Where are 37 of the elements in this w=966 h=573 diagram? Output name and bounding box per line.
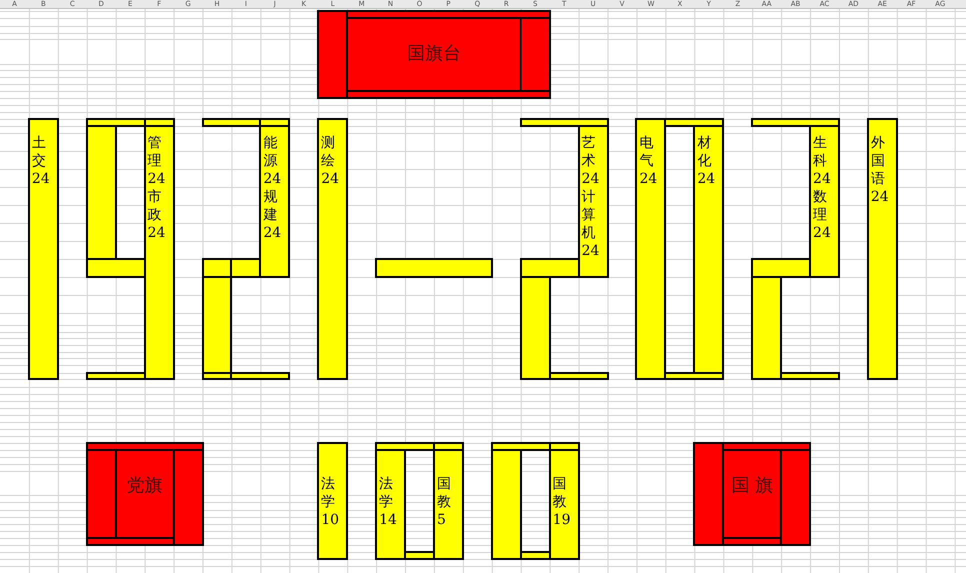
digit-bar — [751, 118, 840, 127]
digit-bar: 艺术24计算机24 — [578, 125, 609, 278]
digit-bar — [751, 276, 782, 380]
digit-bar: 土交24 — [28, 118, 59, 380]
digit-bar — [202, 276, 232, 374]
digit-bar — [404, 551, 435, 560]
flag-platform: 国旗台 — [317, 10, 551, 99]
digit-bar — [520, 118, 609, 127]
digit-bar — [520, 258, 580, 278]
digit-bar: 国教5 — [432, 449, 464, 560]
digit-bar: 国教19 — [548, 449, 580, 560]
digit-bar — [751, 258, 812, 278]
digit-bar: 生科24数理24 — [809, 125, 840, 278]
digit-bar — [86, 258, 146, 278]
digit-bar — [520, 551, 551, 560]
digit-bar: 电气24 — [635, 118, 666, 380]
digit-bar — [230, 372, 290, 380]
flag-block: 党旗 — [86, 442, 204, 546]
digit-bar: 法学14 — [375, 449, 406, 560]
digit-bar — [520, 276, 551, 380]
digit-bar — [202, 118, 262, 127]
dash-bar — [375, 258, 493, 278]
digit-bar: 材化24 — [693, 125, 724, 374]
digit-bar: 测绘24 — [317, 118, 348, 380]
digit-bar: 管理24市政24 — [144, 125, 175, 380]
digit-bar: 外国语24 — [866, 118, 898, 380]
digit-bar — [490, 449, 522, 560]
digit-bar — [86, 372, 146, 380]
digit-bar: 能源24规建24 — [259, 125, 290, 278]
digit-bar — [202, 372, 232, 380]
digit-bar — [86, 125, 117, 260]
digit-bar — [664, 372, 724, 380]
flag-block: 国 旗 — [693, 442, 812, 546]
digit-bar — [780, 372, 840, 380]
digit-bar — [548, 372, 609, 380]
digit-bar — [230, 258, 262, 278]
digit-bar: 法学10 — [317, 442, 348, 560]
